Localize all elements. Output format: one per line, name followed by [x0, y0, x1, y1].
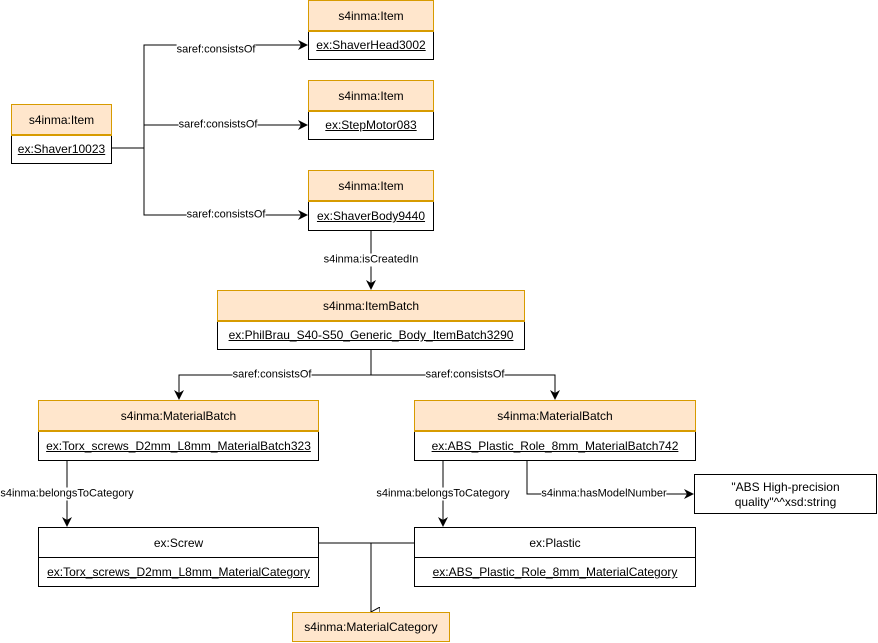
node-id-label: ex:PhilBrau_S40-S50_Generic_Body_ItemBat… — [228, 328, 514, 342]
node-id-label: ex:ABS_Plastic_Role_8mm_MaterialCategory — [432, 565, 678, 579]
edge-label-consists-plastic: saref:consistsOf — [425, 368, 505, 382]
node-category-plastic[interactable]: ex:Plastic ex:ABS_Plastic_Role_8mm_Mater… — [414, 527, 696, 587]
edge-label-consists-screws: saref:consistsOf — [232, 368, 312, 382]
node-id-label: ex:ShaverHead3002 — [316, 38, 426, 52]
node-model-number-literal[interactable]: "ABS High-precision quality"^^xsd:string — [694, 474, 877, 514]
node-id-label: ex:Torx_screws_D2mm_L8mm_MaterialCategor… — [47, 565, 310, 579]
node-shaver-head[interactable]: s4inma:Item ex:ShaverHead3002 — [308, 0, 434, 60]
node-name-label: ex:Plastic — [415, 528, 695, 558]
node-type-label: s4inma:Item — [308, 0, 434, 32]
node-step-motor[interactable]: s4inma:Item ex:StepMotor083 — [308, 80, 434, 140]
node-material-batch-plastic[interactable]: s4inma:MaterialBatch ex:ABS_Plastic_Role… — [414, 400, 696, 461]
edge-label-has-model-number: s4inma:hasModelNumber — [541, 487, 667, 501]
edge-label-is-created-in: s4inma:isCreatedIn — [323, 253, 419, 267]
edge-label-consists-body: saref:consistsOf — [186, 208, 266, 222]
node-id-label: ex:Shaver10023 — [17, 142, 106, 156]
node-id-label: ex:ShaverBody9440 — [316, 209, 426, 223]
node-name-label: ex:Screw — [39, 528, 318, 558]
node-id-label: ex:StepMotor083 — [325, 118, 417, 132]
node-material-batch-screws[interactable]: s4inma:MaterialBatch ex:Torx_screws_D2mm… — [38, 400, 319, 461]
edge-label-consists-head: saref:consistsOf — [176, 43, 256, 57]
node-id-label: ex:Torx_screws_D2mm_L8mm_MaterialBatch32… — [46, 439, 311, 453]
node-id-label: ex:ABS_Plastic_Role_8mm_MaterialBatch742 — [431, 439, 679, 453]
node-type-label: s4inma:MaterialBatch — [414, 400, 696, 432]
node-material-category[interactable]: s4inma:MaterialCategory — [292, 612, 450, 642]
node-type-label: s4inma:Item — [308, 170, 434, 202]
node-type-label: s4inma:Item — [308, 80, 434, 112]
node-type-label: s4inma:Item — [11, 104, 112, 136]
node-category-screw[interactable]: ex:Screw ex:Torx_screws_D2mm_L8mm_Materi… — [38, 527, 319, 587]
node-shaver[interactable]: s4inma:Item ex:Shaver10023 — [11, 104, 112, 164]
node-item-batch[interactable]: s4inma:ItemBatch ex:PhilBrau_S40-S50_Gen… — [217, 290, 525, 350]
literal-line-2: quality"^^xsd:string — [734, 495, 837, 509]
edge-label-consists-motor: saref:consistsOf — [178, 118, 258, 132]
edge-consists-body — [143, 148, 308, 220]
edge-label-belongs-screws: s4inma:belongsToCategory — [0, 487, 134, 501]
literal-line-1: "ABS High-precision — [731, 480, 840, 494]
node-type-label: s4inma:MaterialBatch — [38, 400, 319, 432]
edge-label-belongs-plastic: s4inma:belongsToCategory — [376, 487, 510, 501]
node-shaver-body[interactable]: s4inma:Item ex:ShaverBody9440 — [308, 170, 434, 231]
edge-consists-head — [112, 40, 308, 149]
node-type-label: s4inma:ItemBatch — [217, 290, 525, 322]
